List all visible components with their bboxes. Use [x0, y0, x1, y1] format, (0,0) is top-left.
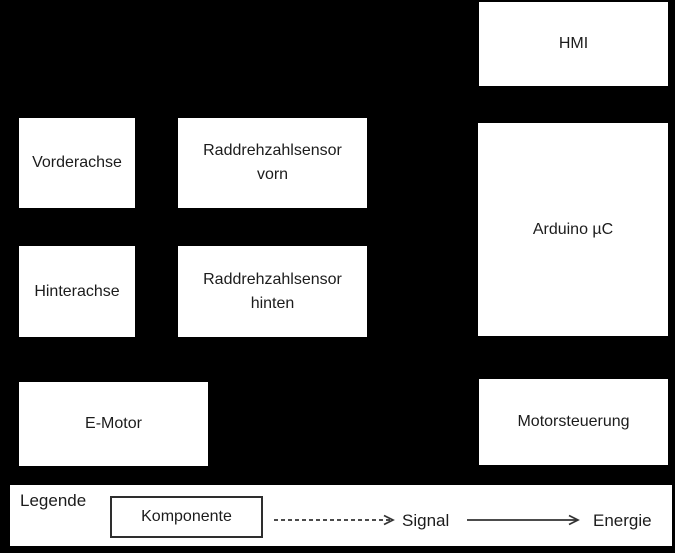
node-arduino-uc: Arduino µC — [478, 123, 668, 336]
node-vorderachse: Vorderachse — [19, 118, 135, 208]
node-hmi: HMI — [479, 2, 668, 86]
legend-title: Legende — [20, 491, 87, 510]
legend-component-label: Komponente — [141, 508, 232, 525]
energie-solid-arrow-icon — [467, 514, 580, 526]
legend-signal-label: Signal — [402, 511, 450, 530]
legend-bar: Legende Komponente Signal Energie — [10, 485, 672, 546]
node-hinterachse: Hinterachse — [19, 246, 135, 337]
node-e-motor: E-Motor — [19, 382, 208, 466]
node-raddrehzahlsensor-vorn: Raddrehzahlsensor vorn — [178, 118, 367, 208]
node-raddrehzahlsensor-hinten: Raddrehzahlsensor hinten — [178, 246, 367, 337]
legend-energie-label: Energie — [593, 511, 652, 530]
legend-component-box: Komponente — [110, 496, 263, 538]
signal-dashed-arrow-icon — [274, 514, 395, 526]
node-motorsteuerung: Motorsteuerung — [479, 379, 668, 465]
